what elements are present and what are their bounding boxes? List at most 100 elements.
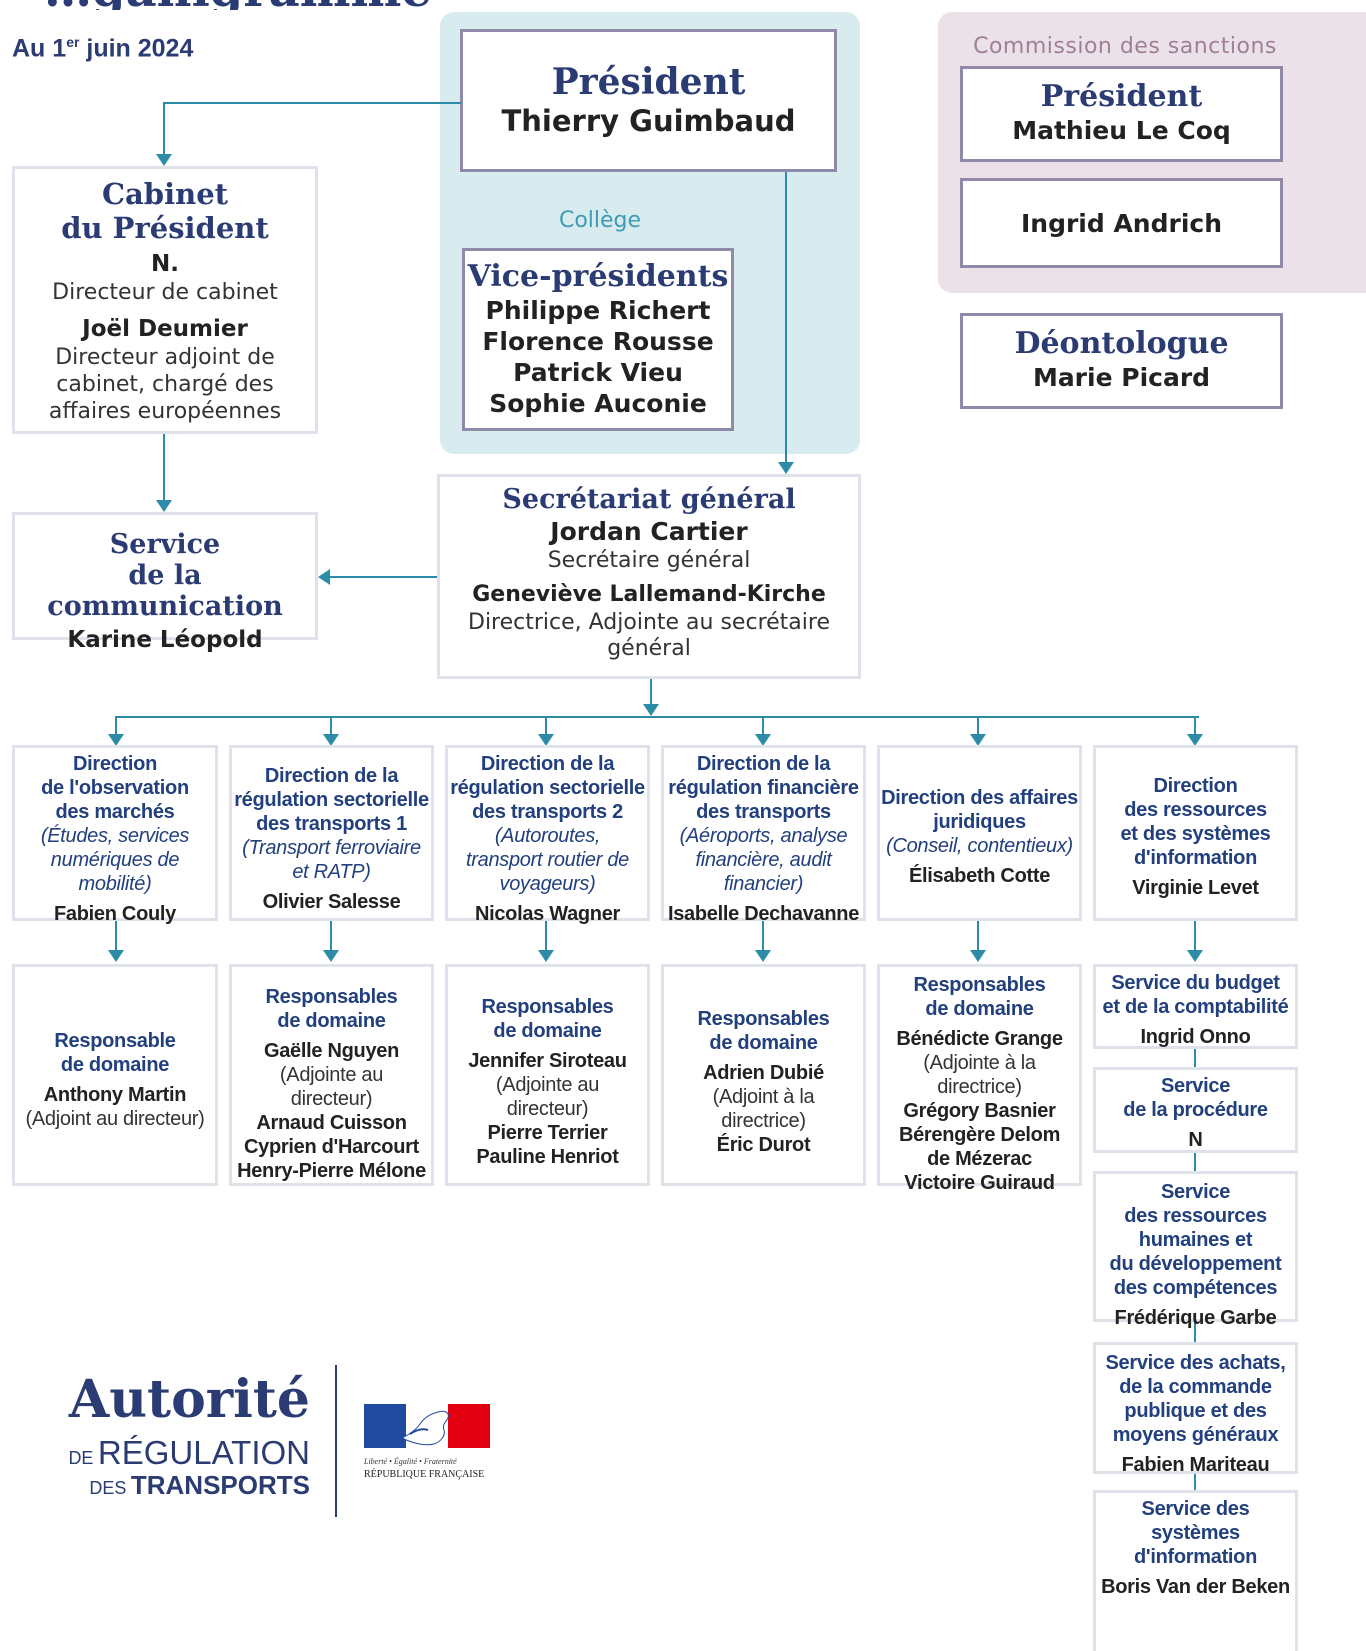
- service-head: Ingrid Onno: [1140, 1026, 1251, 1048]
- college-label: Collège: [558, 208, 642, 233]
- date-rest: juin 2024: [79, 34, 194, 63]
- cabinet-box: Cabinet du Président N. Directeur de cab…: [12, 166, 318, 434]
- connector-line: [977, 921, 979, 951]
- domain-role: (Adjoint à la: [712, 1086, 815, 1108]
- connector-arrow: [156, 500, 172, 512]
- direction-title: et des systèmes: [1120, 823, 1271, 845]
- president-title: Président: [551, 61, 746, 103]
- logo-autorite: Autorité: [68, 1369, 310, 1430]
- domain-person: Victoire Guiraud: [904, 1172, 1055, 1194]
- connector-arrow: [156, 154, 172, 166]
- connector-arrow: [538, 950, 554, 962]
- logo-regulation: RÉGULATION: [97, 1434, 310, 1471]
- marianne-icon: [364, 1404, 490, 1448]
- deputy-sg-role: Directrice, Adjointe au secrétaire: [468, 610, 830, 635]
- connector-arrow: [318, 569, 330, 585]
- service-title: Service: [1160, 1181, 1231, 1203]
- domain-person: de Mézerac: [927, 1148, 1032, 1170]
- direction-scope: (Aéroports, analyse: [679, 825, 848, 847]
- service-title: de la commande: [1119, 1376, 1272, 1398]
- domain-title: Responsable: [54, 1030, 176, 1052]
- secretariat-box: Secrétariat général Jordan Cartier Secré…: [437, 474, 861, 679]
- connector-line: [330, 921, 332, 951]
- cabinet-title: Cabinet: [101, 177, 229, 211]
- direction-scope: financière, audit: [695, 849, 832, 871]
- secretary-general-name: Jordan Cartier: [550, 517, 748, 546]
- communication-title: Service: [109, 529, 221, 560]
- service-title: moyens généraux: [1112, 1424, 1279, 1446]
- direction-box: Direction des ressources et des systèmes…: [1093, 745, 1298, 921]
- service-title: et de la comptabilité: [1102, 996, 1289, 1018]
- domain-person: Bénédicte Grange: [896, 1028, 1063, 1050]
- domain-person: Gaëlle Nguyen: [263, 1040, 400, 1062]
- direction-head: Olivier Salesse: [262, 891, 401, 913]
- deontologue-title: Déontologue: [1014, 326, 1229, 361]
- logo-des: DES: [89, 1478, 127, 1498]
- service-box: Service du budget et de la comptabilité …: [1093, 964, 1298, 1049]
- domain-person: Bérengère Delom: [898, 1124, 1061, 1146]
- date-sup: er: [66, 34, 80, 50]
- direction-scope: et RATP): [292, 861, 371, 883]
- president-box: Président Thierry Guimbaud: [460, 29, 837, 172]
- art-logo: Autorité DE RÉGULATION DES TRANSPORTS: [58, 1370, 318, 1510]
- direction-head: Isabelle Dechavanne: [667, 903, 860, 925]
- direction-title: régulation sectorielle: [450, 777, 645, 799]
- connector-line: [330, 716, 332, 736]
- cabinet-director-role: Directeur de cabinet: [52, 280, 278, 305]
- cabinet-deputy-role: cabinet, chargé des: [56, 372, 274, 397]
- service-title: des compétences: [1113, 1277, 1278, 1299]
- service-title: Service des systèmes: [1141, 1498, 1250, 1544]
- connector-arrow: [1187, 734, 1203, 746]
- connector-line: [762, 921, 764, 951]
- direction-scope: voyageurs): [499, 873, 596, 895]
- connector-line: [163, 434, 165, 502]
- connector-line: [1194, 716, 1196, 736]
- direction-title: de l'observation: [41, 777, 189, 799]
- direction-box: Direction de la régulation financière de…: [661, 745, 866, 925]
- direction-title: des transports 2: [472, 801, 623, 823]
- vp-name: Florence Rousse: [482, 327, 714, 356]
- direction-head: Fabien Couly: [54, 903, 176, 925]
- direction-title: des marchés: [55, 801, 175, 823]
- direction-title: Direction: [73, 753, 157, 775]
- connector-line: [545, 716, 547, 736]
- domain-title: de domaine: [60, 1054, 170, 1076]
- direction-title: des transports: [696, 801, 831, 823]
- connector-arrow: [108, 950, 124, 962]
- sanctions-label: Commission des sanctions: [973, 34, 1277, 59]
- domain-box: Responsables de domaine Gaëlle Nguyen (A…: [229, 964, 434, 1186]
- domain-person: Pauline Henriot: [476, 1146, 619, 1168]
- direction-box: Direction de l'observation des marchés (…: [12, 745, 218, 925]
- domain-role: directeur): [506, 1098, 589, 1120]
- service-box: Service des achats, de la commande publi…: [1093, 1342, 1298, 1476]
- domain-person: Arnaud Cuisson: [256, 1112, 407, 1134]
- direction-scope: (Autoroutes,: [494, 825, 601, 847]
- service-title: publique et des: [1124, 1400, 1267, 1422]
- direction-title: Direction de la: [696, 753, 831, 775]
- service-title: de la procédure: [1123, 1099, 1268, 1121]
- direction-title: des ressources: [1124, 799, 1267, 821]
- direction-title: régulation sectorielle: [234, 789, 429, 811]
- connector-line: [115, 921, 117, 951]
- direction-scope: mobilité): [78, 873, 152, 895]
- connector-line: [163, 102, 461, 104]
- communication-box: Service de la communication Karine Léopo…: [12, 512, 318, 653]
- service-title: d'information: [1133, 1546, 1258, 1568]
- domain-role: (Adjointe au: [279, 1064, 384, 1086]
- logo-regulation-line: DE RÉGULATION: [68, 1434, 310, 1472]
- deputy-sg-name: Geneviève Lallemand-Kirche: [472, 582, 826, 607]
- domain-box: Responsables de domaine Jennifer Sirotea…: [445, 964, 650, 1186]
- domain-title: de domaine: [925, 998, 1034, 1020]
- direction-title: Direction: [1153, 775, 1238, 797]
- connector-arrow: [755, 734, 771, 746]
- connector-arrow: [970, 734, 986, 746]
- direction-box: Direction de la régulation sectorielle d…: [445, 745, 650, 925]
- connector-arrow: [1187, 950, 1203, 962]
- cabinet-deputy-role: Directeur adjoint de: [55, 345, 275, 370]
- sanctions-president-name: Mathieu Le Coq: [1012, 116, 1231, 145]
- domain-person: Pierre Terrier: [487, 1122, 608, 1144]
- vice-presidents-box: Vice-présidents Philippe Richert Florenc…: [462, 248, 734, 431]
- direction-head: Virginie Levet: [1132, 877, 1259, 899]
- service-title: du développement: [1109, 1253, 1282, 1275]
- republique-francaise-logo: Liberté • Égalité • Fraternité RÉPUBLIQU…: [364, 1404, 494, 1484]
